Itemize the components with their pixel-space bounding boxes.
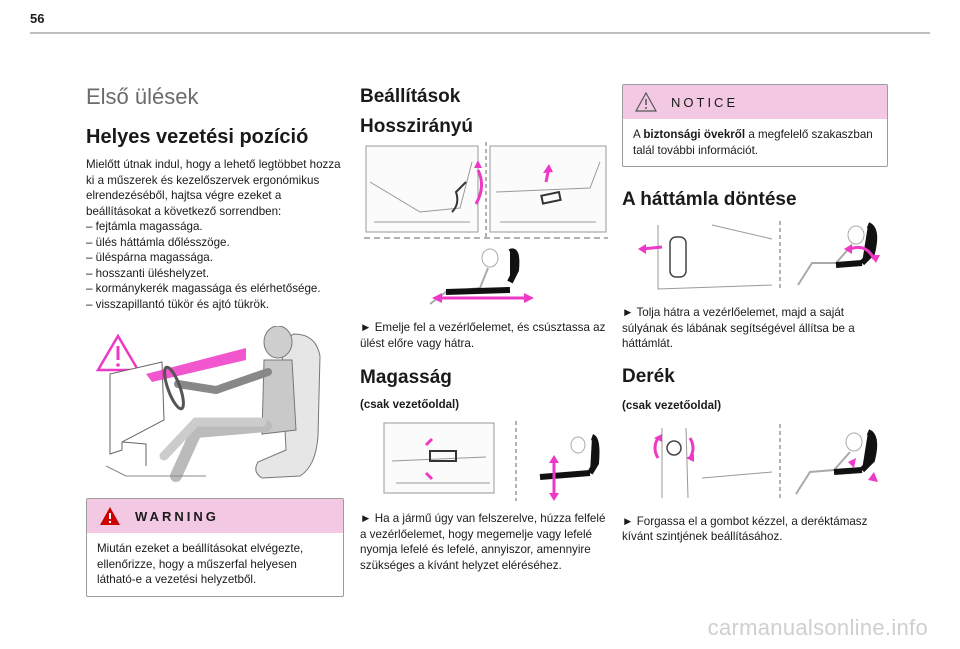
- page-number: 56: [30, 11, 45, 26]
- longitudinal-text: ► Emelje fel a vezérlőelemet, és csúszta…: [360, 321, 606, 350]
- adjustments-title: Beállítások: [360, 86, 461, 107]
- notice-label: NOTICE: [671, 94, 739, 110]
- column-3: NOTICE A biztonsági övekről a megfelelő …: [622, 80, 888, 545]
- section-title: Helyes vezetési pozíció: [86, 126, 309, 148]
- height-title: Magasság: [360, 367, 452, 388]
- warning-box: WARNING Miután ezeket a beállításokat el…: [86, 498, 344, 597]
- warning-icon: [95, 333, 141, 372]
- lumbar-title: Derék: [622, 365, 675, 387]
- warning-header: WARNING: [87, 499, 343, 533]
- list-item: ülés háttámla dőlésszöge.: [86, 235, 344, 251]
- list-item: üléspárna magassága.: [86, 250, 344, 266]
- lumbar-subtitle: (csak vezetőoldal): [622, 399, 722, 412]
- notice-text: A biztonsági övekről a megfelelő szakasz…: [633, 128, 873, 157]
- notice-header: NOTICE: [623, 85, 887, 119]
- warning-text: Miután ezeket a beállításokat elvégezte,…: [97, 542, 304, 586]
- adjustment-list: fejtámla magassága. ülés háttámla dőléss…: [86, 219, 344, 312]
- longitudinal-title: Hosszirányú: [360, 116, 473, 137]
- list-item: visszapillantó tükör és ajtó tükrök.: [86, 297, 344, 313]
- backrest-text: ► Tolja hátra a vezérlőelemet, majd a sa…: [622, 306, 855, 350]
- backrest-title: A háttámla döntése: [622, 189, 797, 210]
- warning-triangle-icon: [100, 507, 120, 525]
- lumbar-illustration: [622, 422, 888, 502]
- notice-triangle-icon: [635, 92, 657, 112]
- column-1: Első ülések Helyes vezetési pozíció Miel…: [86, 80, 344, 597]
- driving-position-illustration: [86, 326, 344, 484]
- watermark-text: carmanualsonline.info: [707, 615, 928, 640]
- list-item: hosszanti üléshelyzet.: [86, 266, 344, 282]
- lumbar-text: ► Forgassa el a gombot kézzel, a deréktá…: [622, 514, 868, 544]
- list-item: kormánykerék magassága és elérhetősége.: [86, 281, 344, 297]
- header-rule: [30, 32, 930, 34]
- warning-label: WARNING: [135, 508, 219, 524]
- notice-box: NOTICE A biztonsági övekről a megfelelő …: [622, 84, 888, 167]
- longitudinal-illustration: [360, 142, 612, 308]
- column-2: Beállítások Hosszirányú: [360, 80, 612, 573]
- chapter-title: Első ülések: [86, 84, 199, 109]
- notice-bold-text: biztonsági övekről: [643, 128, 746, 141]
- height-illustration: [360, 417, 612, 501]
- height-subtitle: (csak vezetőoldal): [360, 399, 460, 411]
- intro-text: Mielőtt útnak indul, hogy a lehető legtö…: [86, 158, 341, 218]
- list-item: fejtámla magassága.: [86, 219, 344, 235]
- height-text: ► Ha a jármű úgy van felszerelve, húzza …: [360, 512, 606, 572]
- backrest-illustration: [622, 219, 888, 295]
